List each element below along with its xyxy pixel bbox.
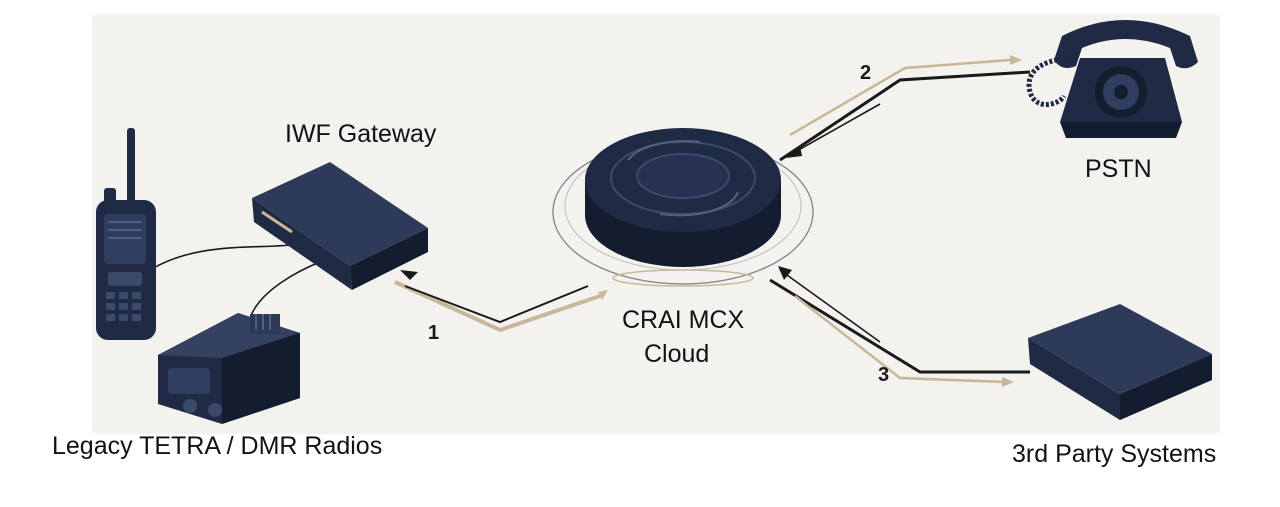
gateway-box-icon <box>252 162 428 290</box>
link-number-2: 2 <box>860 62 872 84</box>
link-3-arrows <box>769 266 1030 387</box>
radio-wires <box>149 243 321 319</box>
link-2-arrows <box>779 55 1031 162</box>
pstn-label: PSTN <box>1085 155 1152 183</box>
link-1-arrows <box>394 270 608 333</box>
link-number-1: 1 <box>428 322 440 344</box>
telephone-icon <box>1026 20 1198 138</box>
radio-handheld-icon <box>96 128 156 340</box>
gateway-label: IWF Gateway <box>285 120 437 148</box>
cloud-label-line1: CRAI MCX <box>622 306 745 334</box>
link-number-3: 3 <box>878 364 890 386</box>
third-party-label: 3rd Party Systems <box>1012 440 1217 468</box>
cloud-label-line2: Cloud <box>644 340 710 368</box>
radio-mobile-icon <box>158 313 300 424</box>
radios-label: Legacy TETRA / DMR Radios <box>52 432 383 460</box>
server-box-icon <box>1028 304 1212 420</box>
cloud-puck-icon <box>552 128 814 287</box>
